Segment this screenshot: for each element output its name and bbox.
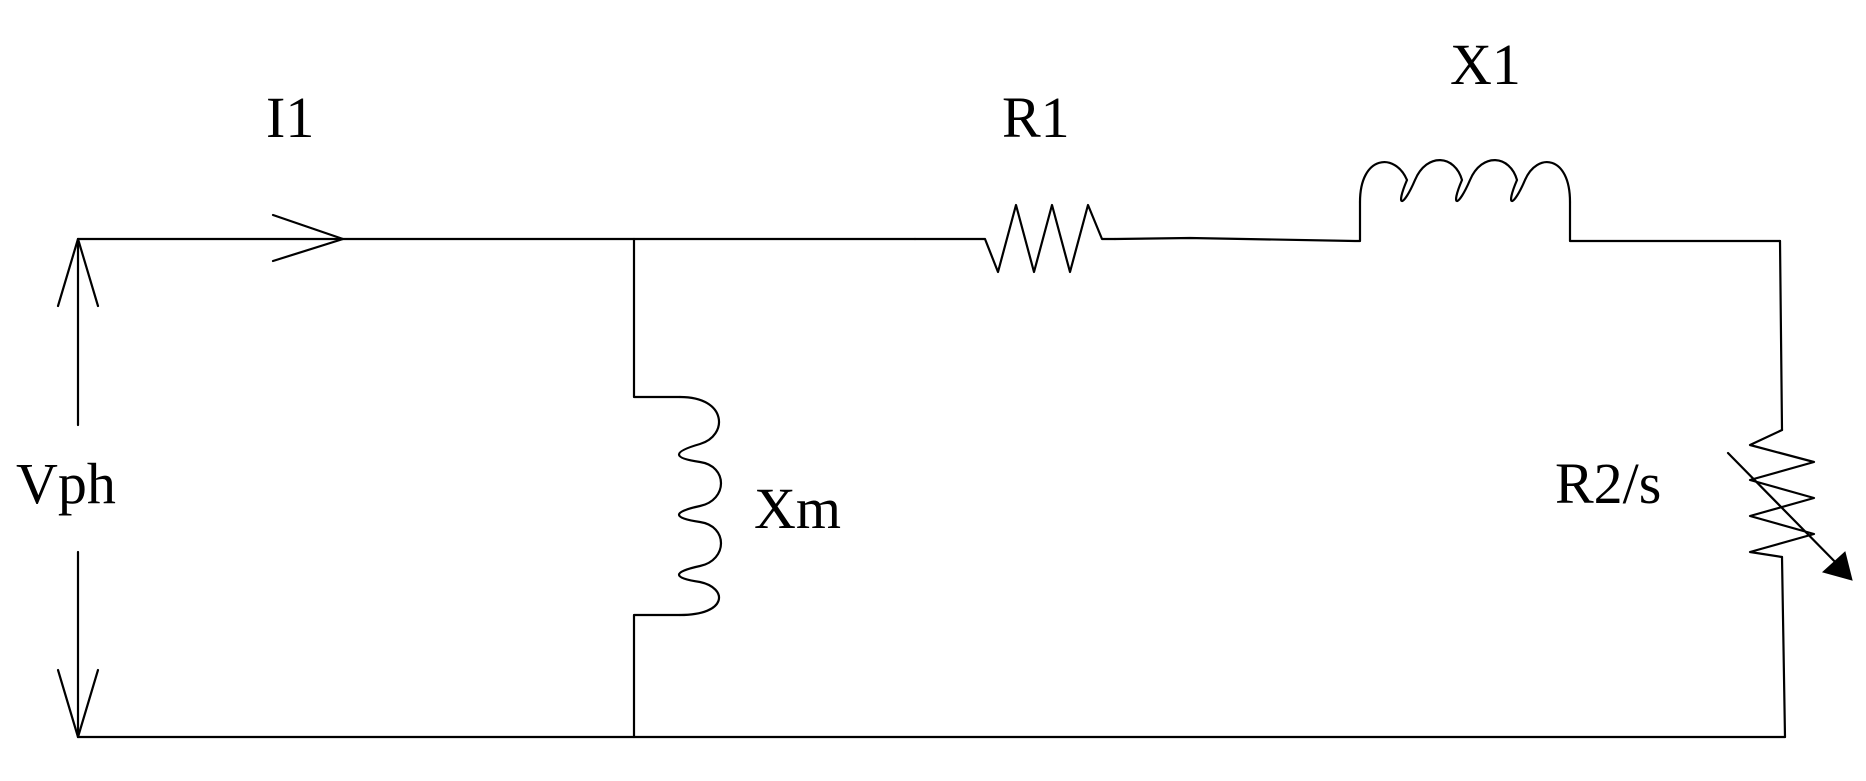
inductor-x1 — [1358, 159, 1572, 204]
top-wire-r1-to-x1 — [1113, 200, 1362, 243]
label-r2s: R2/s — [1555, 451, 1661, 516]
right-wire-top — [1778, 239, 1784, 432]
label-xm: Xm — [754, 476, 841, 541]
xm-branch-bottom — [632, 613, 682, 739]
variable-resistor-r2s — [1726, 428, 1853, 581]
circuit-wires — [76, 200, 1787, 739]
voltage-arrow — [56, 237, 100, 739]
right-wire-bottom — [1780, 555, 1787, 739]
voltage-arrowhead-bottom — [56, 668, 100, 739]
inductor-xm — [677, 395, 723, 617]
resistor-r2s-arrowhead — [1821, 551, 1853, 581]
label-r1: R1 — [1002, 85, 1070, 150]
resistor-r1 — [913, 203, 1117, 274]
label-x1: X1 — [1450, 32, 1521, 97]
resistor-r2s-zigzag — [1748, 428, 1816, 559]
xm-branch-top — [632, 237, 682, 399]
current-arrow — [271, 213, 345, 263]
top-wire-x1-to-right — [1568, 200, 1782, 243]
voltage-arrowhead-top — [56, 237, 100, 308]
label-vph: Vph — [16, 451, 116, 516]
resistor-r2s-arrow-line — [1726, 451, 1847, 574]
label-i1: I1 — [266, 85, 314, 150]
